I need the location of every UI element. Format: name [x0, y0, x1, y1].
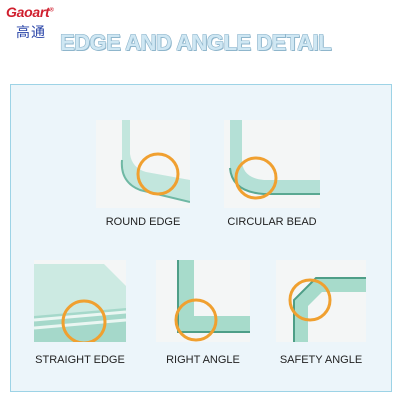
page-title: EDGE AND ANGLE DETAIL: [60, 30, 332, 55]
brand-name-en: Gaoart®: [6, 4, 54, 20]
round-edge-label: ROUND EDGE: [105, 216, 181, 228]
highlight-circle: [234, 156, 278, 200]
safety-angle-image: [276, 260, 366, 342]
straight-edge-image: [34, 260, 126, 342]
straight-edge-label: STRAIGHT EDGE: [35, 354, 125, 366]
highlight-circle: [61, 299, 107, 342]
right-angle-image: [156, 260, 250, 342]
circular-bead-label: CIRCULAR BEAD: [227, 216, 317, 228]
brand-name-cn: 高通: [16, 25, 46, 41]
circular-bead-image: [224, 120, 320, 208]
highlight-circle: [136, 152, 180, 196]
round-edge-image: [96, 120, 190, 208]
highlight-circle: [174, 298, 218, 342]
safety-angle-label: SAFETY ANGLE: [279, 354, 363, 366]
brand-logo: Gaoart® 高通: [4, 4, 60, 48]
detail-panel: [10, 84, 392, 392]
highlight-circle: [288, 278, 332, 322]
right-angle-label: RIGHT ANGLE: [166, 354, 240, 366]
